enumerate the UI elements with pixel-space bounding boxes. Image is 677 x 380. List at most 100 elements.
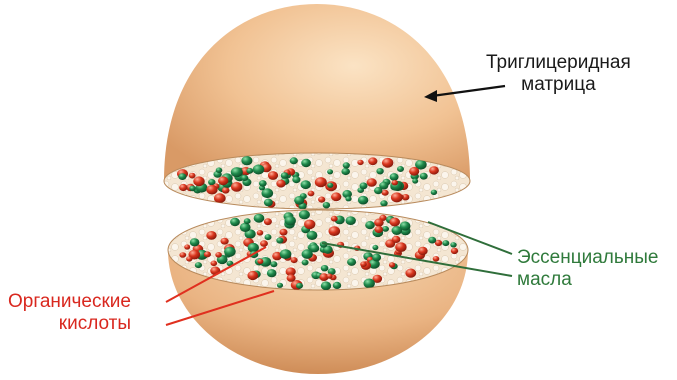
label-triglyceride-matrix: Триглицеридная матрица xyxy=(486,52,631,96)
organic-acid-particle xyxy=(357,160,363,165)
organic-acid-particle xyxy=(214,193,226,203)
organic-acid-particle xyxy=(329,226,341,236)
organic-acid-particle xyxy=(409,167,419,176)
essential-oil-particle xyxy=(240,223,251,232)
essential-oil-particle xyxy=(390,173,399,181)
organic-acid-particle xyxy=(433,256,440,262)
essential-oil-particle xyxy=(450,242,456,247)
organic-acid-particle xyxy=(291,257,298,263)
organic-acid-particle xyxy=(193,176,204,186)
essential-oil-particle xyxy=(392,226,403,235)
essential-oil-particle xyxy=(307,231,318,240)
essential-oil-particle xyxy=(323,202,330,208)
organic-acid-particle xyxy=(392,236,401,243)
organic-acid-particle xyxy=(429,166,439,174)
organic-acid-particle xyxy=(222,187,230,194)
organic-acid-particle xyxy=(247,271,258,280)
essential-oil-particle xyxy=(302,249,313,259)
essential-oil-particle xyxy=(428,237,436,244)
organic-acid-particle xyxy=(211,261,218,267)
essential-oil-particle xyxy=(244,218,251,224)
organic-acid-particle xyxy=(374,219,384,227)
essential-oil-particle xyxy=(277,283,283,288)
label-oils-line1: Эссенциальные xyxy=(517,247,658,269)
essential-oil-particle xyxy=(292,176,300,183)
organic-acid-particle xyxy=(179,184,187,191)
essential-oil-particle xyxy=(270,261,277,267)
essential-oil-particle xyxy=(321,281,331,290)
organic-acid-particle xyxy=(257,259,263,264)
organic-acid-particle xyxy=(327,274,333,279)
essential-oil-particle xyxy=(294,196,304,205)
essential-oil-particle xyxy=(341,168,350,175)
essential-oil-particle xyxy=(372,254,381,262)
essential-oil-particle xyxy=(290,157,298,164)
essential-oil-particle xyxy=(380,200,387,206)
organic-acid-particle xyxy=(331,216,338,222)
essential-oil-particle xyxy=(382,226,389,232)
essential-oil-particle xyxy=(333,282,341,289)
essential-oil-particle xyxy=(195,262,202,268)
organic-acid-particle xyxy=(206,231,216,240)
organic-acid-particle xyxy=(276,180,285,188)
essential-oil-particle xyxy=(296,283,303,289)
essential-oil-particle xyxy=(190,238,200,246)
organic-acid-particle xyxy=(318,197,325,203)
essential-oil-particle xyxy=(372,245,378,250)
essential-oil-particle xyxy=(376,168,383,174)
essential-oil-particle xyxy=(365,221,375,229)
organic-acid-particle xyxy=(375,226,384,233)
organic-acid-particle xyxy=(257,230,264,236)
organic-acid-particle xyxy=(308,191,315,197)
organic-acid-particle xyxy=(389,218,400,227)
label-matrix-line1: Триглицеридная xyxy=(486,52,631,74)
label-essential-oils: Эссенциальные масла xyxy=(517,247,658,291)
essential-oil-particle xyxy=(345,196,351,201)
organic-acid-particle xyxy=(186,256,192,261)
organic-acid-particle xyxy=(221,238,229,245)
essential-oil-particle xyxy=(265,234,272,240)
organic-acid-particle xyxy=(287,274,296,282)
organic-acid-particle xyxy=(206,185,217,195)
organic-acid-particle xyxy=(218,176,228,185)
organic-acid-particle xyxy=(367,178,377,187)
organic-acid-particle xyxy=(418,247,428,255)
essential-oil-particle xyxy=(442,240,449,246)
essential-oil-particle xyxy=(327,183,333,188)
essential-oil-particle xyxy=(327,169,333,174)
organic-acid-particle xyxy=(179,252,186,258)
organic-acid-particle xyxy=(360,261,367,267)
essential-oil-particle xyxy=(253,165,265,175)
essential-oil-particle xyxy=(358,196,368,205)
essential-oil-particle xyxy=(267,269,277,277)
organic-acid-particle xyxy=(189,173,196,179)
essential-oil-particle xyxy=(254,214,265,223)
label-acids-line2: кислоты xyxy=(8,313,131,335)
essential-oil-particle xyxy=(264,199,273,207)
essential-oil-particle xyxy=(301,180,311,189)
essential-oil-particle xyxy=(360,182,368,189)
essential-oil-particle xyxy=(230,218,240,226)
essential-oil-particle xyxy=(420,173,428,180)
label-matrix-line2: матрица xyxy=(486,74,631,96)
essential-oil-particle xyxy=(397,166,404,172)
essential-oil-particle xyxy=(216,167,223,173)
organic-acid-particle xyxy=(368,157,377,165)
essential-oil-particle xyxy=(224,247,236,257)
organic-acid-particle xyxy=(331,192,341,201)
organic-acid-particle xyxy=(215,252,222,258)
essential-oil-particle xyxy=(280,249,292,259)
organic-acid-particle xyxy=(231,182,242,192)
organic-acid-particle xyxy=(391,192,403,202)
essential-oil-particle xyxy=(231,167,243,177)
organic-acid-particle xyxy=(315,177,327,187)
essential-oil-particle xyxy=(281,172,289,179)
essential-oil-particle xyxy=(276,237,283,243)
essential-oil-particle xyxy=(301,159,311,167)
organic-acid-particle xyxy=(382,190,389,196)
label-acids-line1: Органические xyxy=(8,291,131,313)
essential-oil-particle xyxy=(321,265,329,271)
label-organic-acids: Органические кислоты xyxy=(8,291,131,335)
essential-oil-particle xyxy=(259,180,267,187)
essential-oil-particle xyxy=(302,260,309,266)
